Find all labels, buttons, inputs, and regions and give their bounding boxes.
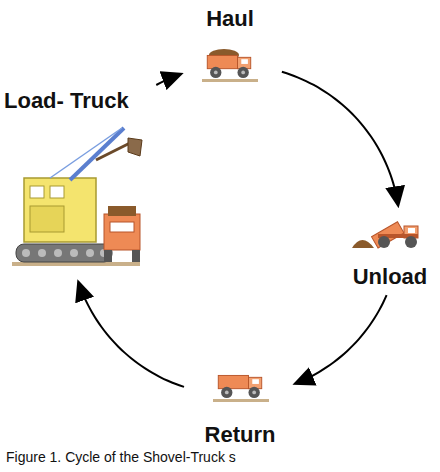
truck-icon [218, 375, 261, 398]
shovel-panel [30, 206, 64, 232]
truck-wheel [104, 250, 112, 262]
shovel-icon [12, 128, 142, 266]
stage-label: Return [205, 422, 276, 448]
shovel-window [30, 186, 44, 198]
truck-window [110, 222, 134, 232]
truck-front [104, 214, 140, 250]
figure-caption: Figure 1. Cycle of the Shovel-Truck s [6, 449, 236, 465]
ground [12, 262, 140, 266]
unload-truck-icon [352, 222, 418, 248]
shovel-window [50, 186, 64, 198]
stage-node: Load- Truck [4, 88, 150, 278]
shovel-bucket [128, 138, 142, 156]
crawler-track [16, 244, 112, 262]
ground [213, 399, 269, 402]
stage-label: Haul [206, 6, 254, 32]
return-truck-icon [213, 375, 269, 402]
stage-node: Unload [345, 210, 435, 290]
stage-node: Haul [185, 6, 275, 86]
cycle-arrow [296, 295, 386, 383]
shovel-boom [70, 128, 124, 180]
truck-wheel [378, 236, 390, 248]
cycle-arrow [156, 74, 180, 85]
stage-label: Load- Truck [4, 88, 129, 114]
shovel-body [24, 178, 96, 242]
stage-label: Unload [353, 264, 428, 290]
truck-wheel [132, 250, 140, 262]
cycle-arrow [79, 283, 184, 387]
load-pile [108, 206, 136, 216]
ground [202, 79, 258, 82]
cycle-arrow [282, 72, 398, 204]
stage-node: Return [190, 366, 290, 448]
truck-wheel [405, 236, 417, 248]
shovel-stick [96, 142, 132, 160]
loading-truck-front [104, 206, 140, 262]
truck-window [408, 228, 415, 233]
dumped-pile [352, 240, 374, 248]
truck-icon [207, 55, 250, 78]
haul-truck-icon [202, 49, 258, 82]
